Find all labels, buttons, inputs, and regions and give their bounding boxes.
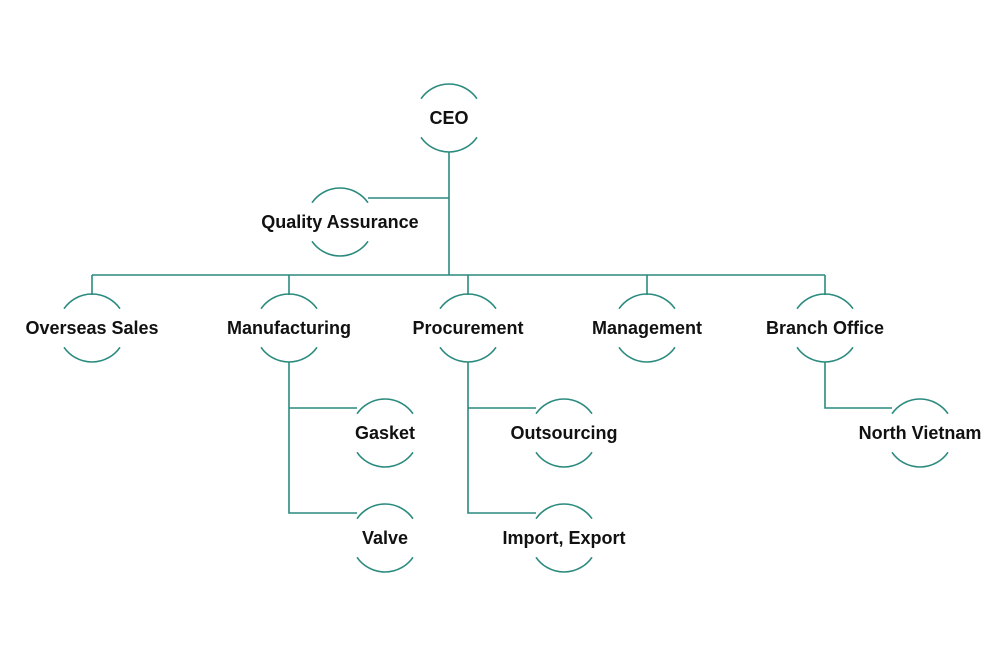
node-arc-bottom [439, 346, 497, 363]
node-arc-bottom [63, 346, 121, 363]
node-arc-top [311, 187, 369, 204]
node-label-valve: Valve [362, 528, 408, 548]
node-arc-bottom [535, 556, 593, 573]
node-arc-top [535, 398, 593, 415]
node-label-import-export: Import, Export [502, 528, 625, 548]
node-quality-assurance: Quality Assurance [261, 187, 419, 257]
node-gasket: Gasket [355, 398, 415, 468]
connector-valve [288, 362, 357, 514]
node-label-management: Management [592, 318, 702, 338]
node-arc-top [796, 293, 854, 310]
connector-north-vietnam [824, 362, 892, 409]
connector-import-export [467, 362, 536, 514]
node-overseas-sales: Overseas Sales [25, 293, 159, 363]
node-branch-office: Branch Office [766, 293, 884, 363]
node-north-vietnam: North Vietnam [859, 398, 982, 468]
node-label-ceo: CEO [429, 108, 468, 128]
node-arc-bottom [535, 451, 593, 468]
node-management: Management [592, 293, 702, 363]
node-arc-top [618, 293, 676, 310]
node-arc-top [891, 398, 949, 415]
connector-lines [91, 152, 892, 514]
node-arc-top [260, 293, 318, 310]
node-arc-top [439, 293, 497, 310]
node-arc-bottom [260, 346, 318, 363]
node-label-overseas-sales: Overseas Sales [25, 318, 158, 338]
node-procurement: Procurement [412, 293, 524, 363]
node-arc-top [420, 83, 478, 100]
node-manufacturing: Manufacturing [227, 293, 351, 363]
node-label-manufacturing: Manufacturing [227, 318, 351, 338]
node-outsourcing: Outsourcing [511, 398, 618, 468]
node-arc-top [535, 503, 593, 520]
node-arc-bottom [356, 451, 414, 468]
node-arc-bottom [618, 346, 676, 363]
node-valve: Valve [356, 503, 414, 573]
node-arc-top [356, 398, 414, 415]
node-arc-bottom [796, 346, 854, 363]
node-arc-bottom [420, 136, 478, 153]
node-arc-bottom [891, 451, 949, 468]
node-arc-bottom [311, 240, 369, 257]
node-label-quality-assurance: Quality Assurance [261, 212, 418, 232]
node-label-north-vietnam: North Vietnam [859, 423, 982, 443]
node-arc-top [356, 503, 414, 520]
node-import-export: Import, Export [502, 503, 626, 573]
node-label-outsourcing: Outsourcing [511, 423, 618, 443]
node-label-procurement: Procurement [412, 318, 523, 338]
node-ceo: CEO [420, 83, 478, 153]
node-arc-bottom [356, 556, 414, 573]
node-arc-top [63, 293, 121, 310]
node-label-gasket: Gasket [355, 423, 415, 443]
node-label-branch-office: Branch Office [766, 318, 884, 338]
